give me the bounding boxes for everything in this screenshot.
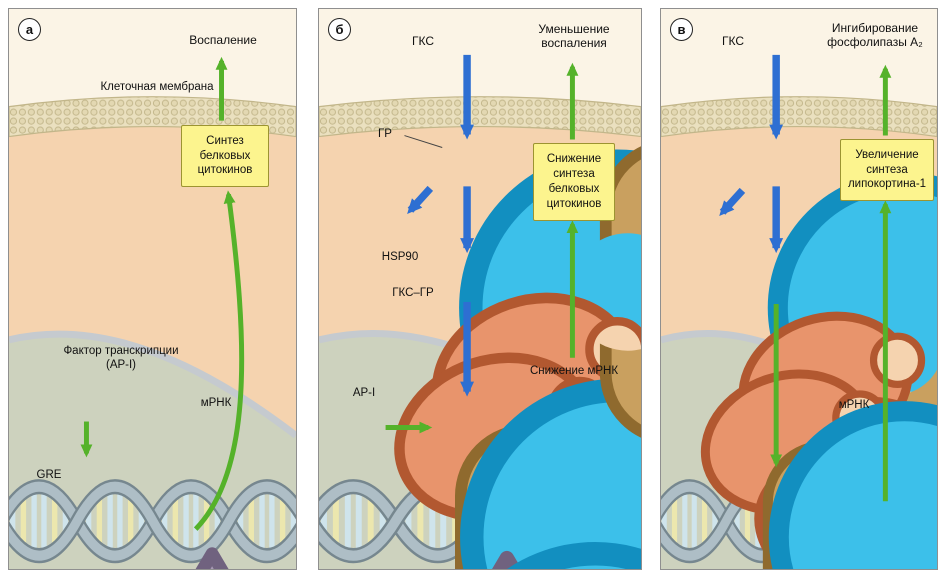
panel-b: б ГКС ГР HSP90 ГКС–ГР AP-I Снижение синт… (318, 8, 642, 570)
panel-v: в ГКС Увеличение синтеза липокортина-1 И… (660, 8, 938, 570)
mrna-label: мРНК (200, 397, 232, 409)
lipocortin-increase-box: Увеличение синтеза липокортина-1 (840, 139, 934, 201)
panel-b-badge: б (328, 18, 351, 41)
gr-label: ГР (378, 128, 392, 140)
arrow-mrna-to-box (193, 190, 245, 531)
gks-gr-label: ГКС–ГР (392, 287, 434, 299)
membrane-label: Клеточная мембрана (100, 81, 214, 93)
inflammation-reduction-label: Уменьшение воспаления (538, 22, 610, 51)
inflammation-label: Воспаление (189, 33, 257, 47)
cytokine-synthesis-box: Синтез белковых цитокинов (181, 125, 269, 187)
gr-pointer-line (404, 135, 443, 148)
mrna-label: мРНК (838, 399, 870, 411)
panel-b-graphics (319, 9, 641, 569)
cytokine-reduction-box: Снижение синтеза белковых цитокинов (533, 143, 615, 221)
ap1-label: AP-I (352, 387, 376, 399)
phospholipase-inhibition-label: Ингибирование фосфолипазы A₂ (827, 21, 923, 50)
gks-label: ГКС (721, 34, 745, 48)
panel-a-graphics (9, 9, 296, 569)
gre-label: GRE (36, 469, 62, 481)
gks-label: ГКС (411, 34, 435, 48)
cell-membrane (661, 96, 937, 138)
panel-v-badge: в (670, 18, 693, 41)
panel-v-graphics (661, 9, 937, 569)
transcription-factor-label: Фактор транскрипции (AP-I) (63, 345, 179, 371)
cell-membrane (319, 96, 641, 138)
extracellular-space (661, 9, 937, 107)
panel-a-badge: а (18, 18, 41, 41)
arrow-hsp90-release (407, 185, 434, 214)
arrow-hsp90-release (719, 187, 746, 216)
hsp90-label: HSP90 (381, 251, 419, 263)
panel-a: а Воспаление Клеточная мембрана Синтез б… (8, 8, 297, 570)
extracellular-space (319, 9, 641, 107)
mrna-reduction-label: Снижение мРНК (529, 365, 619, 377)
extracellular-space (9, 9, 296, 107)
